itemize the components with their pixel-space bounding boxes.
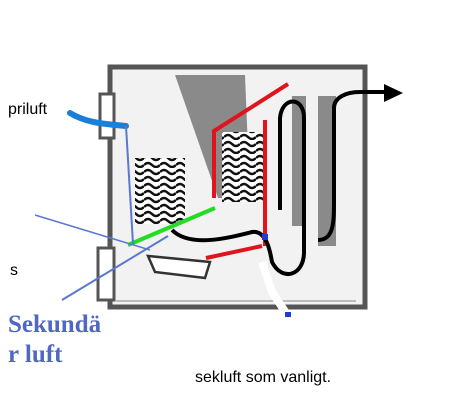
label-s: s [10,262,18,279]
secondary-air-pointer [61,235,169,301]
stove-base-line [116,300,356,302]
fire-pattern-left [135,158,185,224]
label-secondary-air-note: sekluft som vanligt. [195,369,332,386]
label-secondary-air-line1: Sekundä [8,311,102,338]
secondary-air-flow-green [127,206,216,247]
flame-pattern-icon [135,132,264,224]
secondary-air-pointers [34,214,169,301]
flue-path [170,84,403,276]
flue-gas-outlet-line [317,90,385,242]
arrow-right-icon [384,84,403,102]
secondary-air-nozzle-marker [262,234,268,240]
primary-air-arrow [67,110,129,129]
label-secondary-air-line2: r luft [8,341,63,368]
primary-air-duct [125,125,134,245]
primary-air-inlet [98,92,116,140]
grate [146,254,212,280]
heat-exchanger-shade-right [318,96,336,246]
baffles [205,82,290,260]
baffle-bottom [205,244,263,260]
primary-air-flow [67,110,134,245]
s-pointer [34,214,151,251]
baffle-top [212,82,290,198]
secondary-air-inlet-marker [285,312,291,317]
flue-gas-line [170,99,306,276]
secondary-air-channel [258,260,292,319]
label-primary-air: priluft [8,101,48,118]
fire-pattern-right [222,132,264,202]
